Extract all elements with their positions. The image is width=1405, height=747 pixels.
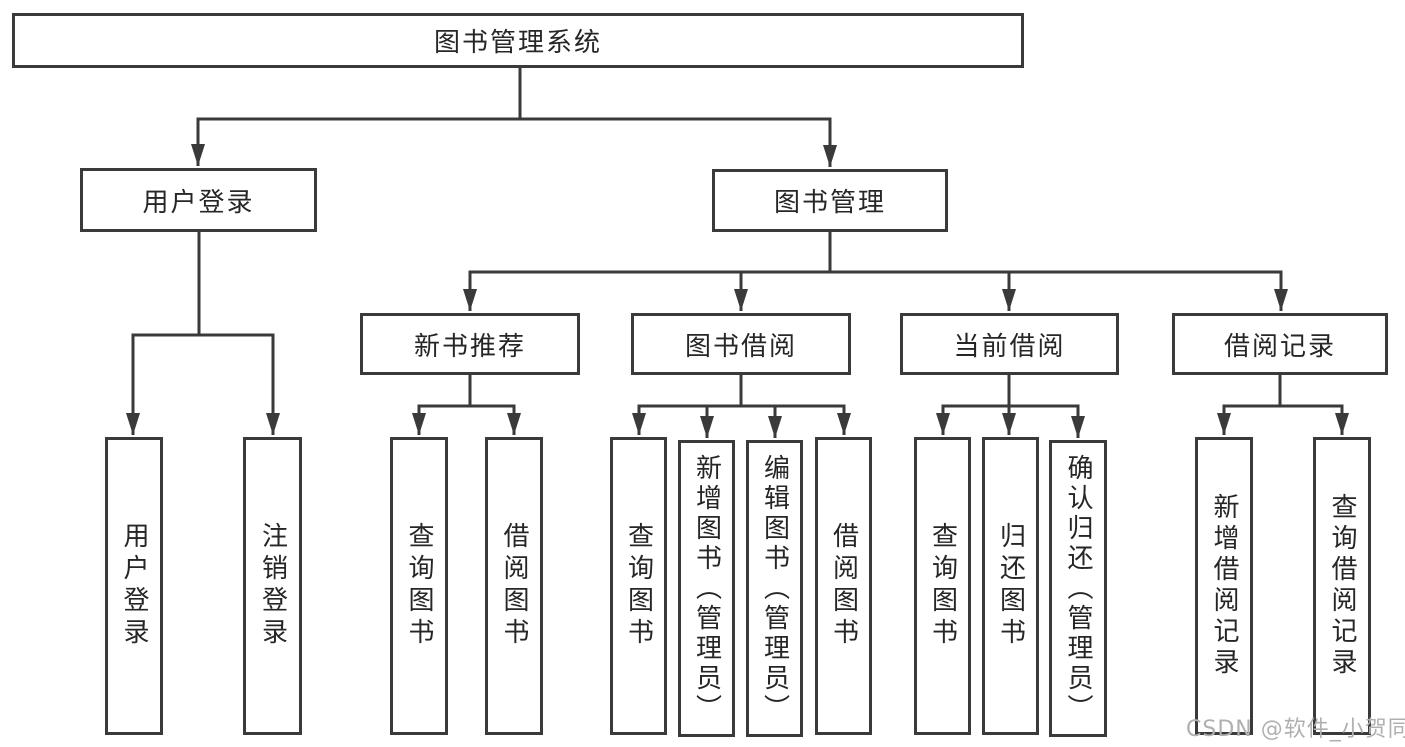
node-current-borrow: 当前借阅 <box>900 313 1119 375</box>
leaf-return-book: 归还图书 <box>982 437 1039 735</box>
node-borrow-record: 借阅记录 <box>1172 313 1388 375</box>
leaf-add-borrow-record: 新增借阅记录 <box>1195 437 1253 735</box>
leaf-query-borrow-record: 查询借阅记录 <box>1313 437 1371 735</box>
watermark: CSDN @软件_小贺同学 <box>1186 717 1405 742</box>
leaf-query-book-borrow: 查询图书 <box>610 437 667 735</box>
leaf-borrow-book-newbook: 借阅图书 <box>485 437 543 735</box>
node-new-book-recommend: 新书推荐 <box>360 313 580 375</box>
leaf-edit-book-admin: 编辑图书（管理员） <box>746 440 803 737</box>
node-book-borrow: 图书借阅 <box>631 313 851 375</box>
leaf-query-book-newbook: 查询图书 <box>390 437 448 735</box>
node-book-management: 图书管理 <box>712 169 948 232</box>
leaf-borrow-book-borrow: 借阅图书 <box>815 437 872 735</box>
leaf-logout: 注销登录 <box>243 437 302 735</box>
leaf-user-login: 用户登录 <box>105 437 163 735</box>
node-root: 图书管理系统 <box>12 13 1024 68</box>
leaf-add-book-admin: 新增图书（管理员） <box>678 440 735 737</box>
leaf-confirm-return-admin: 确认归还（管理员） <box>1049 440 1107 737</box>
leaf-query-book-current: 查询图书 <box>914 437 971 735</box>
node-user-login: 用户登录 <box>80 168 317 232</box>
